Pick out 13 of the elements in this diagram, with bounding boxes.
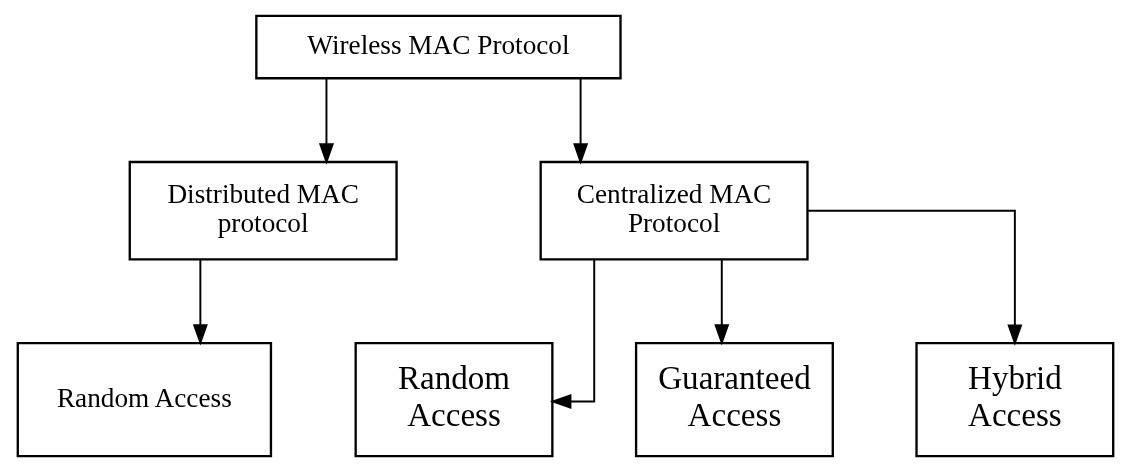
arrow xyxy=(318,77,334,165)
node-box: Centralized MAC Protocol xyxy=(539,160,809,261)
arrow xyxy=(806,209,1023,346)
arrow xyxy=(192,258,208,346)
node-box: Random Access xyxy=(354,341,554,458)
arrow xyxy=(549,258,596,410)
node-box: Wireless MAC Protocol xyxy=(255,14,622,80)
node-box: Hybrid Access xyxy=(915,341,1115,458)
node-box: Guaranteed Access xyxy=(634,341,834,458)
arrow xyxy=(714,258,730,346)
node-box: Distributed MAC protocol xyxy=(128,160,398,261)
node-box: Random Access xyxy=(16,341,273,458)
arrow xyxy=(573,77,589,165)
